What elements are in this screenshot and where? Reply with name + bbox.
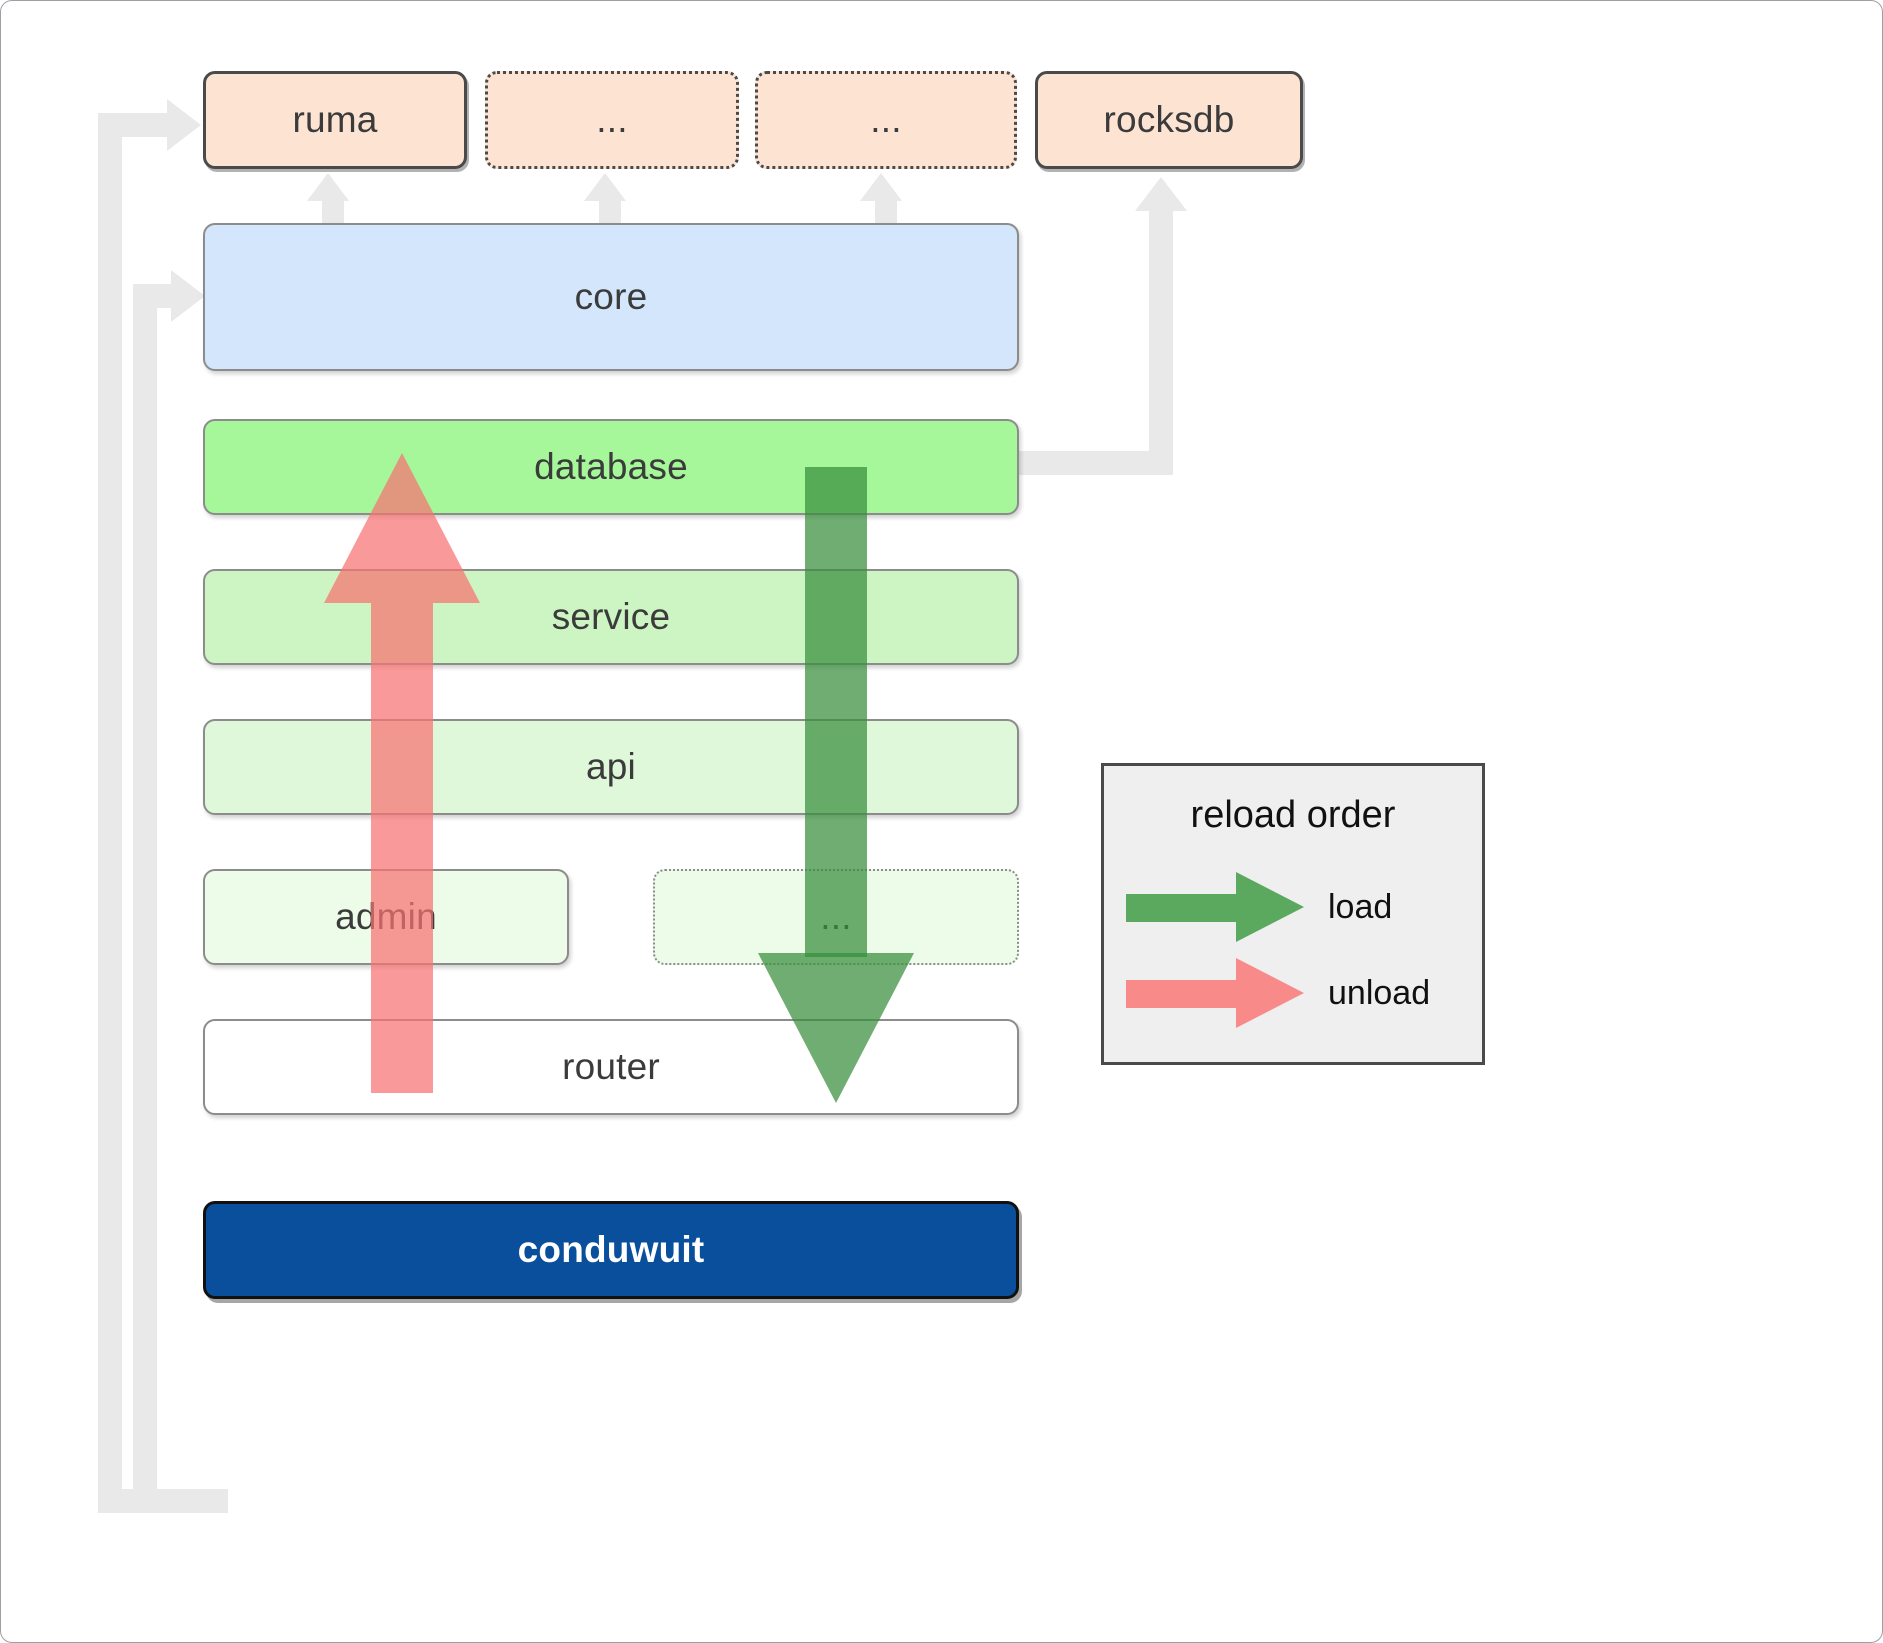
connector-core-to-ruma-shaft	[322, 197, 344, 227]
connector-conduwuit-to-ruma-vertical	[98, 113, 122, 1513]
node-rocksdb-label: rocksdb	[1103, 99, 1235, 140]
connector-conduwuit-to-core-vertical	[133, 284, 157, 1500]
legend-load-head	[1236, 872, 1304, 942]
unload-flow-shaft	[371, 603, 433, 1093]
node-api-label: api	[586, 746, 636, 787]
node-rocksdb[interactable]: rocksdb	[1035, 71, 1303, 169]
legend-unload-shaft	[1126, 980, 1244, 1008]
connector-arrowhead-rocksdb	[1135, 177, 1187, 211]
node-conduwuit-label: conduwuit	[517, 1229, 705, 1270]
node-dots-1[interactable]: ...	[485, 71, 739, 169]
unload-flow-head	[324, 453, 480, 603]
node-dots-2-label: ...	[870, 99, 902, 140]
load-flow-shaft	[805, 467, 867, 957]
connector-arrowhead-dots2	[860, 173, 902, 201]
connector-database-to-rocksdb-horizontal	[1013, 451, 1173, 475]
connector-arrowhead-core	[171, 270, 205, 322]
load-flow-arrow	[757, 467, 915, 1103]
legend-panel: reload order load unload	[1101, 763, 1485, 1065]
connector-arrowhead-ruma	[167, 99, 201, 151]
node-core[interactable]: core	[203, 223, 1019, 371]
node-database-label: database	[534, 446, 688, 487]
legend-load-shaft	[1126, 894, 1244, 922]
node-ruma[interactable]: ruma	[203, 71, 467, 169]
node-router-label: router	[562, 1046, 660, 1087]
connector-conduwuit-to-ruma-bottom	[98, 1489, 228, 1513]
node-ruma-label: ruma	[292, 99, 378, 140]
legend-item-load: load	[1126, 872, 1466, 942]
legend-item-unload: unload	[1126, 958, 1466, 1028]
unload-flow-arrow	[323, 453, 481, 1093]
node-dots-2[interactable]: ...	[755, 71, 1017, 169]
connector-conduwuit-to-core-top	[133, 284, 175, 308]
legend-unload-head	[1236, 958, 1304, 1028]
legend-load-label: load	[1328, 887, 1393, 926]
node-core-label: core	[574, 276, 648, 317]
connector-core-to-dots1-shaft	[599, 197, 621, 227]
node-dots-1-label: ...	[596, 99, 628, 140]
legend-title: reload order	[1190, 794, 1396, 836]
connector-core-to-dots2-shaft	[875, 197, 897, 227]
load-flow-head	[758, 953, 914, 1103]
connector-arrowhead-dots1	[584, 173, 626, 201]
connector-arrowhead-ruma-small	[307, 173, 349, 201]
legend-unload-arrow-icon	[1126, 958, 1304, 1028]
connector-database-to-rocksdb-vertical	[1149, 211, 1173, 475]
node-conduwuit[interactable]: conduwuit	[203, 1201, 1019, 1299]
connector-conduwuit-to-ruma-top	[98, 113, 170, 137]
legend-load-arrow-icon	[1126, 872, 1304, 942]
node-service-label: service	[551, 596, 671, 637]
node-api[interactable]: api	[203, 719, 1019, 815]
legend-unload-label: unload	[1328, 973, 1431, 1012]
